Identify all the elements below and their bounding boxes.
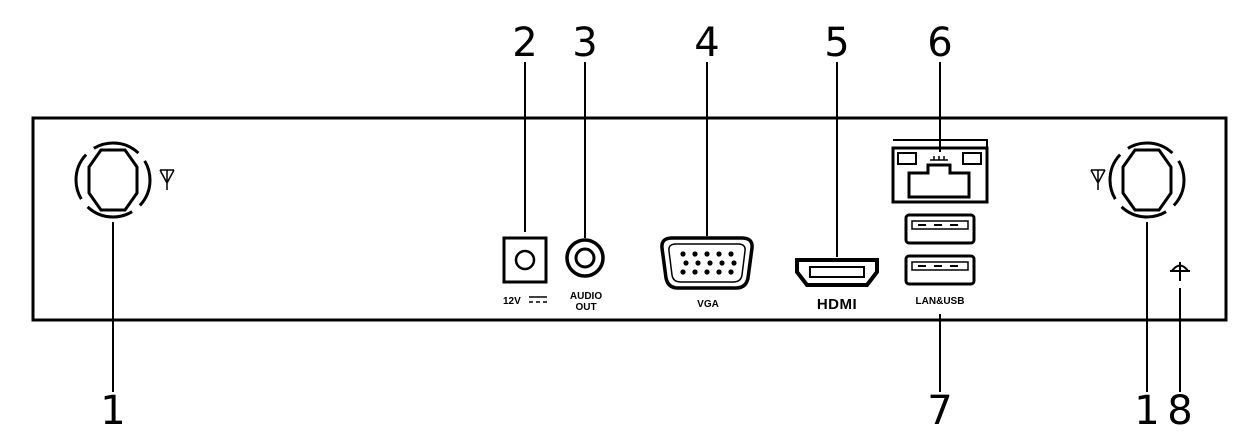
vga-port-label: VGA [697,299,719,310]
ground-icon [1170,262,1190,281]
dc-power-symbol-icon [529,296,547,303]
callout-6: 6 [927,20,952,66]
hdmi-port [795,258,879,287]
callout-1-right: 1 [1134,388,1159,434]
antenna-icon [1090,169,1106,190]
callout-7: 7 [927,388,952,434]
power-port [502,236,548,284]
callout-5: 5 [824,20,849,66]
callout-3: 3 [572,20,597,66]
hdmi-port-label: HDMI [817,296,857,313]
lan-usb-port-label: LAN&USB [916,296,965,307]
vga-port [660,236,754,290]
callout-4: 4 [694,20,719,66]
audio-port-label-line1: AUDIO [570,291,602,302]
antenna-connector-right [1108,141,1186,219]
leader-lines [112,62,1181,392]
usb-port-top [904,213,976,245]
audio-out-port [565,238,605,278]
callout-2: 2 [512,20,537,66]
callout-8: 8 [1167,388,1192,434]
antenna-icon [159,169,175,190]
chassis-outline [31,116,1228,322]
vga-pins [680,251,737,275]
callout-1-left: 1 [100,388,125,434]
antenna-connector-left [74,141,152,219]
audio-port-label-line2: OUT [575,302,596,313]
power-port-label: 12V [503,296,521,307]
usb-port-bottom [904,254,976,286]
